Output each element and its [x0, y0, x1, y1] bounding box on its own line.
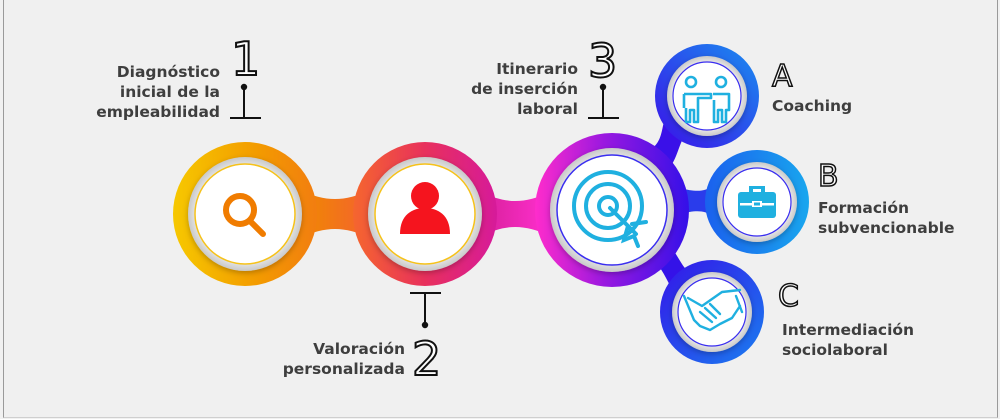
branch-B-label-line: subvencionable: [818, 219, 955, 237]
step-1-label: Diagnóstico inicial de la empleabilidad: [80, 62, 220, 122]
branch-C-circle: [660, 260, 764, 364]
step-1-label-line: inicial de la: [119, 83, 220, 101]
connector-1-2: [300, 190, 370, 238]
step-3-number: 3: [587, 34, 618, 88]
step-3-label: Itinerario de inserción laboral: [440, 59, 578, 119]
step-2-label: Valoración personalizada: [250, 339, 405, 379]
branch-B-label: Formación subvencionable: [818, 198, 978, 238]
step-3-label-line: laboral: [517, 100, 578, 118]
branch-C-letter: C: [777, 279, 799, 314]
pin-marker-3: [588, 83, 619, 119]
step-3-label-line: de inserción: [471, 80, 578, 98]
step-1-circle: [173, 142, 317, 286]
people-coaching-icon: [682, 75, 731, 124]
branch-C-label-line: sociolaboral: [782, 341, 888, 359]
step-3-label-line: Itinerario: [496, 60, 578, 78]
handshake-icon: [682, 288, 744, 332]
briefcase-icon: [738, 186, 776, 218]
step-1-number: 1: [230, 32, 261, 86]
search-icon: [223, 193, 266, 237]
branch-A-circle: [655, 44, 759, 148]
branch-A-label-line: Coaching: [772, 97, 853, 115]
step-1-label-line: Diagnóstico: [116, 63, 220, 81]
connector-2-3: [482, 192, 550, 236]
pin-marker-1: [230, 83, 261, 119]
target-icon: [572, 170, 648, 248]
step-2-label-line: personalizada: [282, 360, 405, 378]
step-2-number: 2: [411, 332, 442, 386]
user-icon: [400, 182, 450, 234]
branch-C-label: Intermediación sociolaboral: [782, 320, 952, 360]
pin-marker-2: [410, 292, 441, 329]
branch-A-letter: A: [771, 59, 793, 94]
step-1-label-line: empleabilidad: [96, 103, 220, 121]
branch-C-label-line: Intermediación: [782, 321, 915, 339]
branch-B-label-line: Formación: [818, 199, 910, 217]
branch-A-label: Coaching: [772, 96, 912, 116]
branch-B-letter: B: [817, 159, 839, 194]
step-2-label-line: Valoración: [313, 340, 405, 358]
